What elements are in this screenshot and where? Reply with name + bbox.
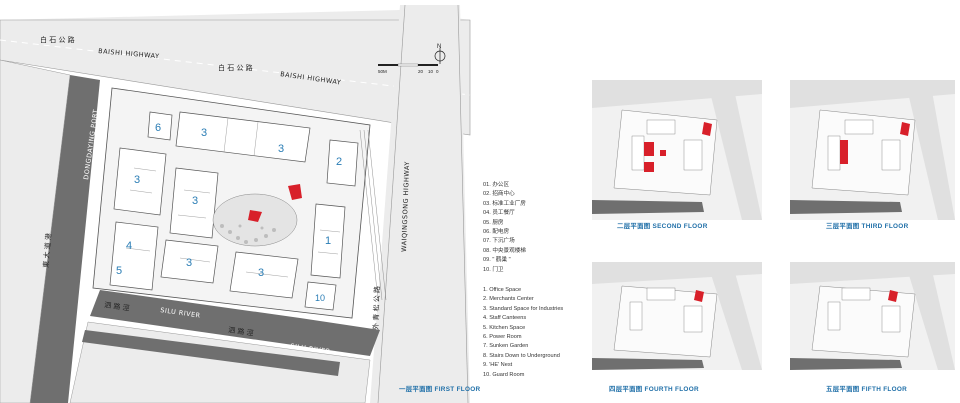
legend-cn-item: 03. 标准工业厂房 — [483, 200, 526, 207]
building-west-b — [109, 221, 159, 291]
caption-third-floor: 三层平面图 THIRD FLOOR — [826, 223, 909, 230]
zone-label-10: 10 — [315, 293, 325, 303]
central-stair-marker — [248, 210, 262, 222]
legend-cn-item: 09. " 鹳巢 " — [483, 257, 511, 264]
zone-label-6: 6 — [155, 122, 161, 134]
scale-label-10: 10 — [428, 69, 434, 74]
building-center-a — [169, 167, 219, 239]
zone-label-3d: 3 — [192, 195, 198, 207]
legend-en-item: 4. Staff Canteens — [483, 315, 527, 322]
legend-cn-item: 05. 厨房 — [483, 219, 504, 226]
caption-second-floor: 二层平面图 SECOND FLOOR — [617, 223, 708, 230]
baishi-highway-road — [0, 10, 470, 135]
compass-north-letter: N — [437, 44, 441, 50]
legend-en-item: 5. Kitchen Space — [483, 324, 526, 331]
building-west-a — [113, 147, 167, 216]
zone-label-3a: 3 — [201, 127, 207, 139]
building-guard — [304, 281, 337, 311]
zone-label-5: 5 — [116, 265, 122, 277]
zone-label-3c: 3 — [134, 174, 140, 186]
dongdaying-port-water — [30, 75, 100, 403]
second-floor-plan — [592, 80, 762, 220]
baishi-cn-label-2: 白 石 公 路 — [218, 63, 253, 72]
zone-label-4: 4 — [126, 240, 132, 252]
building-office — [310, 203, 346, 279]
zone-label-3b: 3 — [278, 143, 284, 155]
legend-english: 1. Office Space 2. Merchants Center 3. S… — [483, 286, 563, 380]
scale-label-20: 20 — [418, 69, 424, 74]
silu-cn-label-1: 泗 路 涇 — [104, 300, 130, 312]
zone-label-3e: 3 — [186, 257, 192, 269]
third-floor-plan — [790, 80, 955, 220]
scale-label-0: 0 — [436, 69, 439, 74]
legend-en-item: 1. Office Space — [483, 287, 522, 293]
caption-fourth-floor: 四层平面图 FOURTH FLOOR — [609, 386, 699, 393]
legend-chinese: 01. 办公区 02. 招商中心 03. 标准工业厂房 04. 员工餐厅 05.… — [483, 181, 526, 275]
fifth-floor-plan — [790, 262, 955, 370]
baishi-cn-label-1: 白 石 公 路 — [40, 35, 75, 44]
legend-cn-item: 07. 下沉广场 — [483, 238, 515, 245]
building-power-room — [147, 111, 173, 141]
dongdaying-cn-label: 東 大 道 港 — [41, 233, 53, 268]
scale-bar: 50M 20 10 0 — [378, 63, 439, 74]
legend-en-item: 6. Power Room — [483, 333, 522, 340]
legend-en-item: 7. Sunken Garden — [483, 343, 529, 350]
legend-cn-item: 01. 办公区 — [483, 182, 510, 188]
zone-label-1: 1 — [325, 235, 331, 247]
legend-cn-item: 02. 招商中心 — [483, 191, 515, 198]
legend-en-item: 9. 'HE' Nest — [483, 362, 513, 369]
building-south-a — [160, 239, 219, 284]
silu-cn-label-2: 泗 路 涇 — [228, 325, 254, 337]
legend-en-item: 10. Guard Room — [483, 371, 525, 378]
silu-river-water — [90, 290, 380, 356]
legend-en-item: 8. Stairs Down to Underground — [483, 352, 560, 359]
legend-cn-item: 08. 中央景观楼梯 — [483, 247, 526, 254]
waiqingsong-cn-label: 外 青 松 公 路 — [371, 286, 382, 330]
north-compass: N — [434, 44, 446, 64]
zone-label-2: 2 — [336, 156, 342, 168]
legend-en-item: 3. Standard Space for Industries — [483, 305, 564, 312]
legend-cn-item: 06. 配电房 — [483, 228, 510, 235]
legend-en-item: 2. Merchants Center — [483, 296, 534, 303]
building-merchants — [326, 139, 359, 187]
caption-fifth-floor: 五层平面图 FIFTH FLOOR — [826, 386, 908, 393]
legend-cn-item: 04. 员工餐厅 — [483, 210, 515, 217]
legend-cn-item: 10. 门卫 — [483, 266, 504, 273]
building-north — [175, 111, 311, 163]
fourth-floor-plan — [592, 262, 762, 370]
he-nest-marker — [288, 184, 302, 200]
scale-label-50: 50M — [378, 69, 387, 74]
waiqingsong-en-label: WAIQINGSONG HIGHWAY — [400, 161, 411, 252]
caption-first-floor: 一层平面图 FIRST FLOOR — [399, 386, 481, 393]
waiqingsong-highway-road — [370, 5, 470, 403]
building-south-b — [229, 251, 299, 299]
zone-label-3f: 3 — [258, 267, 264, 279]
